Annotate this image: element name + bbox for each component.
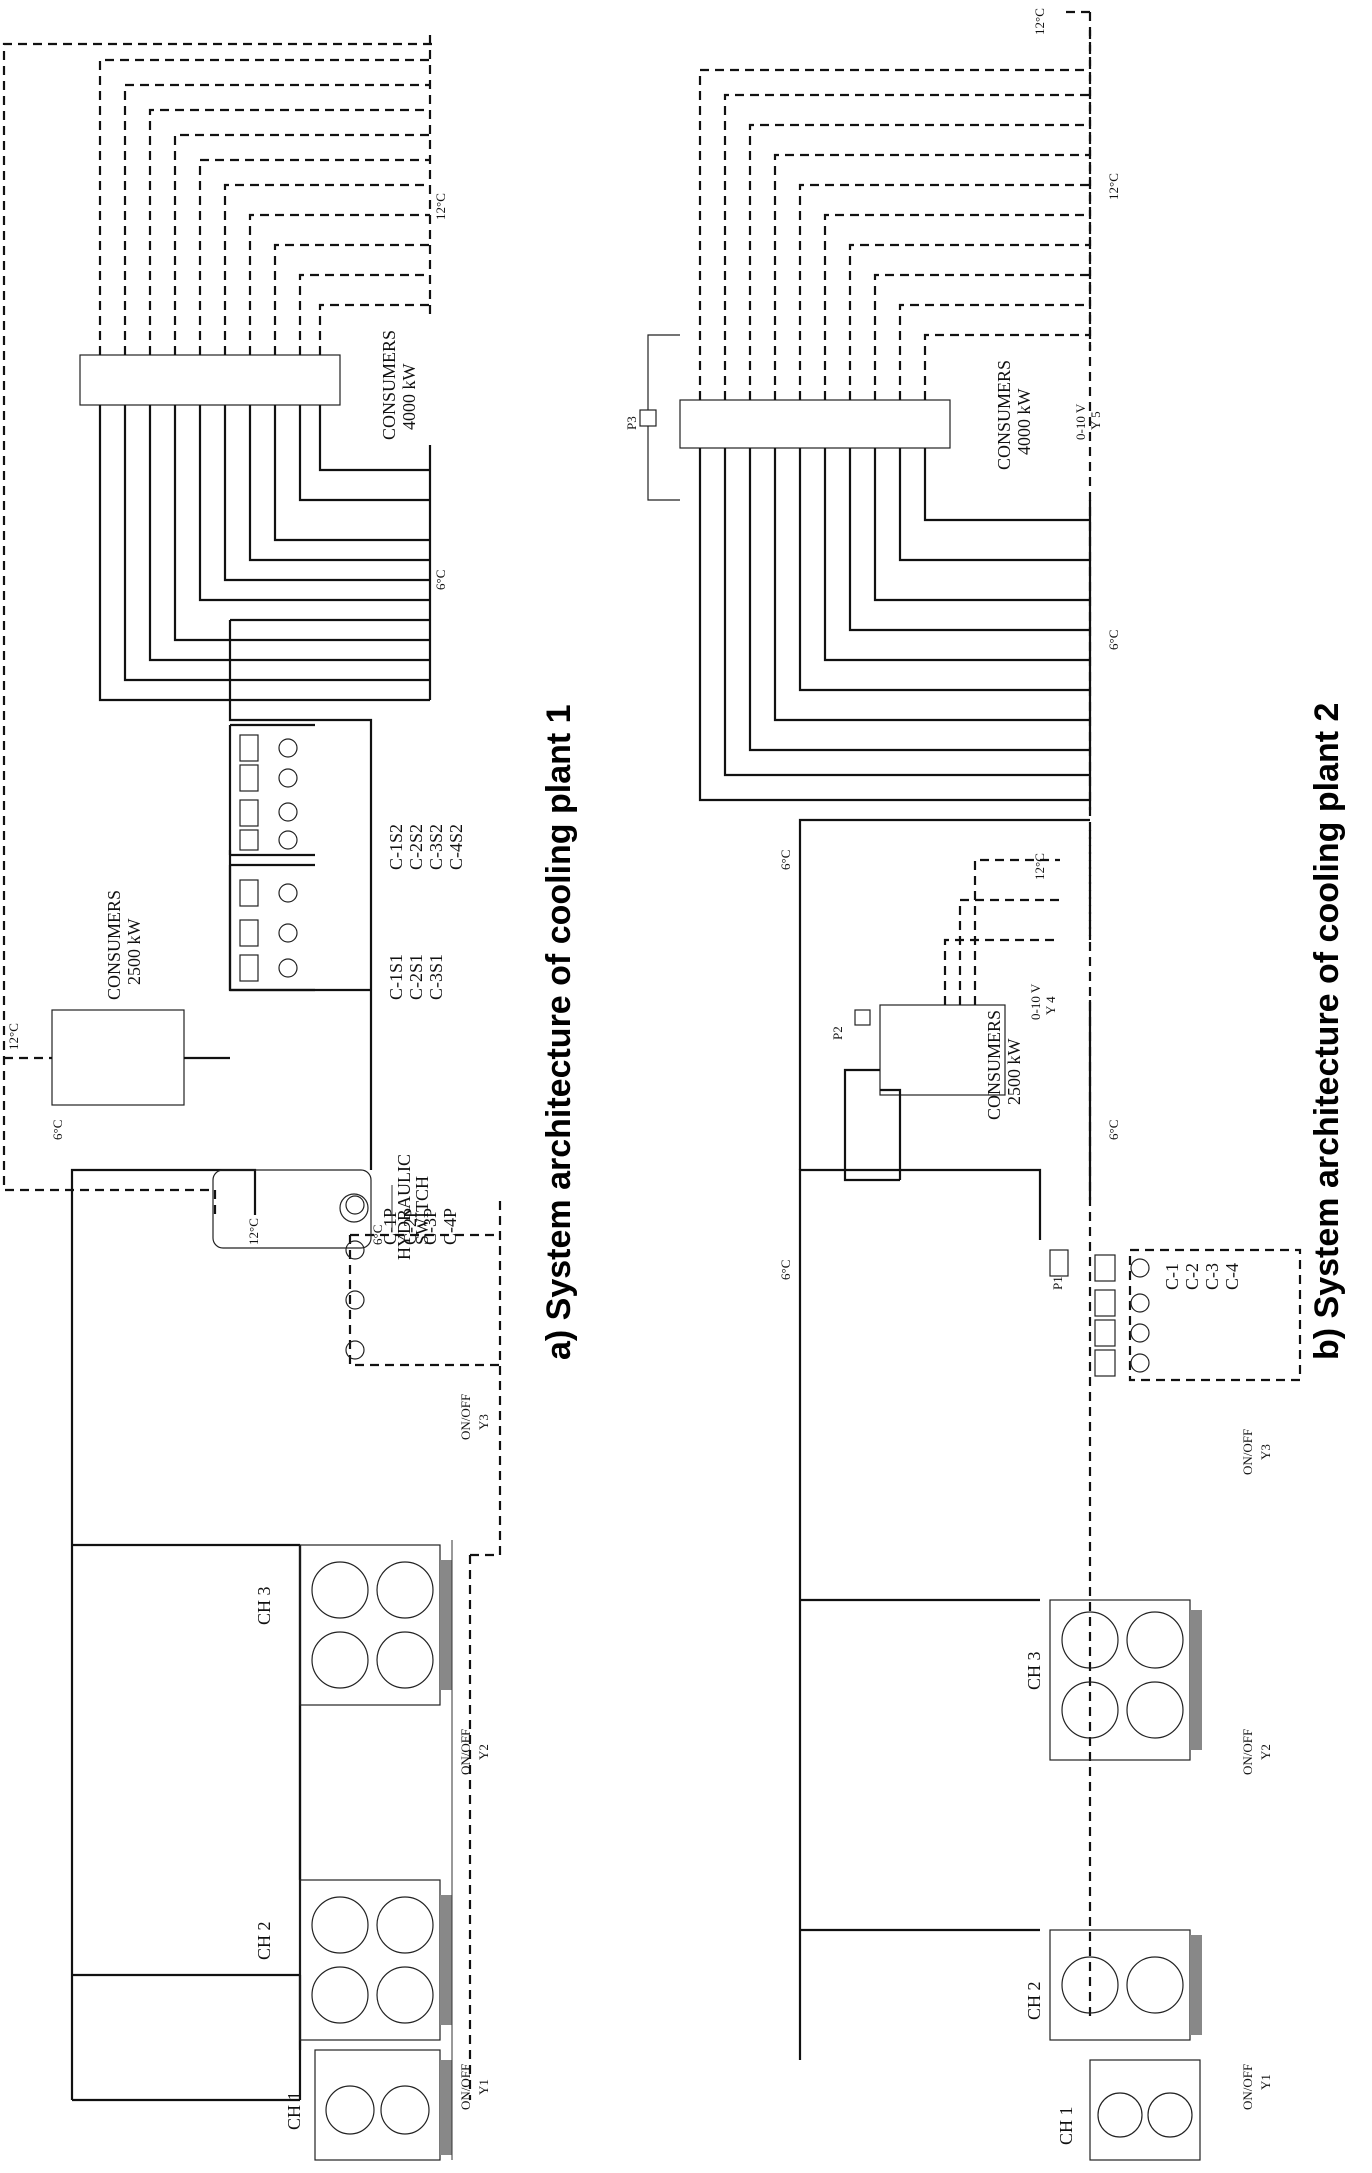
consumers-2500-a [4, 1009, 230, 1106]
temp-b-return-manifold: 12°C [1106, 173, 1121, 200]
temp-a-supply-main: 6°C [50, 1120, 65, 1140]
ch3-label: CH 3 [254, 1586, 274, 1625]
ctrl-y5: Y 5 [1088, 411, 1103, 430]
pumps-b [1049, 1248, 1302, 1382]
pump-b-c1: C-1 [1162, 1263, 1182, 1290]
temp-a-supply-switch: 6°C [370, 1225, 385, 1245]
secondary-pumps-1 [228, 863, 315, 992]
caption-b: b) System architecture of cooling plant … [1308, 703, 1346, 1360]
ctrl-y4: Y 4 [1043, 996, 1058, 1015]
chiller-b-ch1 [1089, 2059, 1201, 2161]
pump-c3s2-label: C-3S2 [426, 824, 446, 870]
pump-b-c2: C-2 [1182, 1263, 1202, 1290]
sensor-p2: P2 [830, 1026, 845, 1040]
consumers-4000-a-title: CONSUMERS [379, 330, 399, 440]
temp-a-return-manifold: 12°C [433, 193, 448, 220]
primary-pumps [345, 1195, 500, 1367]
valve-b-mode-3: ON/OFF [1240, 1429, 1255, 1475]
plant-b: CH 1 CH 2 CH 3 C-1 C-2 C-3 C-4 P1 [624, 8, 1346, 2161]
pump-c4s2-label: C-4S2 [446, 824, 466, 870]
valve-b-y1: Y1 [1258, 2074, 1273, 2090]
ch3-b-label: CH 3 [1024, 1651, 1044, 1690]
supply-branches-a [98, 405, 430, 702]
pump-c3p-label: C-3P [420, 1208, 440, 1245]
pump-b-c3: C-3 [1202, 1263, 1222, 1290]
valve-b-y3: Y3 [1258, 1444, 1273, 1460]
consumers-2500-a-power: 2500 kW [124, 919, 144, 986]
valve-a-mode-3: ON/OFF [458, 1394, 473, 1440]
chiller-ch3 [299, 1544, 452, 1706]
return-branches-b [698, 68, 1090, 400]
consumers-4000-b [639, 334, 951, 501]
pump-c4p-label: C-4P [440, 1208, 460, 1245]
consumers-4000-a-power: 4000 kW [399, 364, 419, 431]
valve-a-y2: Y2 [476, 1744, 491, 1760]
consumers-4000-b-title: CONSUMERS [994, 360, 1014, 470]
temp-a-supply-manifold: 6°C [433, 570, 448, 590]
pump-c1p-label: C-1P [380, 1208, 400, 1245]
consumers-2500-b-title: CONSUMERS [984, 1010, 1004, 1120]
ch2-label: CH 2 [254, 1921, 274, 1960]
plant-a: CH 1 CH 2 CH 3 C-1P C-2P C-3P C-4P HYDRA… [2, 35, 578, 2161]
ch1-label: CH 1 [284, 2091, 304, 2130]
valve-b-mode-1: ON/OFF [1240, 2064, 1255, 2110]
valve-a-mode-2: ON/OFF [458, 1729, 473, 1775]
valve-b-mode-2: ON/OFF [1240, 1729, 1255, 1775]
ctrl-y4-signal: 0-10 V [1028, 983, 1043, 1020]
pump-c2s1-label: C-2S1 [406, 954, 426, 1000]
pump-c1s1-label: C-1S1 [386, 954, 406, 1000]
return-branches-a [98, 58, 430, 355]
consumers-2500-b [843, 858, 1060, 1182]
secondary-pumps-2 [228, 723, 315, 857]
chiller-ch2 [299, 1879, 452, 2041]
consumers-2500-b-power: 2500 kW [1004, 1039, 1024, 1106]
temp-b-supply-2500: 6°C [1106, 1120, 1121, 1140]
valve-b-y2: Y2 [1258, 1744, 1273, 1760]
temp-b-return-top: 12°C [1032, 8, 1047, 35]
ch2-b-label: CH 2 [1024, 1981, 1044, 2020]
consumers-4000-b-power: 4000 kW [1014, 389, 1034, 456]
pump-c1s2-label: C-1S2 [386, 824, 406, 870]
temp-a-return-switch: 12°C [246, 1218, 261, 1245]
ctrl-y5-signal: 0-10 V [1073, 403, 1088, 440]
ch1-b-label: CH 1 [1056, 2106, 1076, 2145]
valve-a-y1: Y1 [476, 2079, 491, 2095]
temp-b-return-2500: 12°C [1032, 853, 1047, 880]
sensor-p1: P1 [1050, 1276, 1065, 1290]
pump-c3s1-label: C-3S1 [426, 954, 446, 1000]
valve-a-y3: Y3 [476, 1414, 491, 1430]
caption-a: a) System architecture of cooling plant … [540, 704, 578, 1360]
temp-a-return-top: 12°C [6, 1023, 21, 1050]
pump-b-c4: C-4 [1222, 1263, 1242, 1290]
consumers-4000-a [79, 354, 341, 406]
chiller-b-ch2 [1049, 1929, 1202, 2041]
temp-b-supply-manifold: 6°C [1106, 630, 1121, 650]
pump-c2p-label: C-2P [400, 1208, 420, 1245]
chiller-ch1 [314, 2049, 452, 2161]
chiller-b-ch3 [1049, 1599, 1202, 1761]
hydraulic-switch [212, 1169, 393, 1249]
temp-b-supply-left-2: 6°C [778, 1260, 793, 1280]
hydraulic-switch-line1: HYDRAULIC [394, 1154, 414, 1260]
valve-a-mode-1: ON/OFF [458, 2064, 473, 2110]
hydraulic-switch-line2: SWITCH [412, 1176, 432, 1245]
pump-c2s2-label: C-2S2 [406, 824, 426, 870]
consumers-2500-a-title: CONSUMERS [104, 890, 124, 1000]
sensor-p3: P3 [624, 416, 639, 430]
temp-b-supply-left-1: 6°C [778, 850, 793, 870]
supply-branches-b [698, 448, 1090, 802]
